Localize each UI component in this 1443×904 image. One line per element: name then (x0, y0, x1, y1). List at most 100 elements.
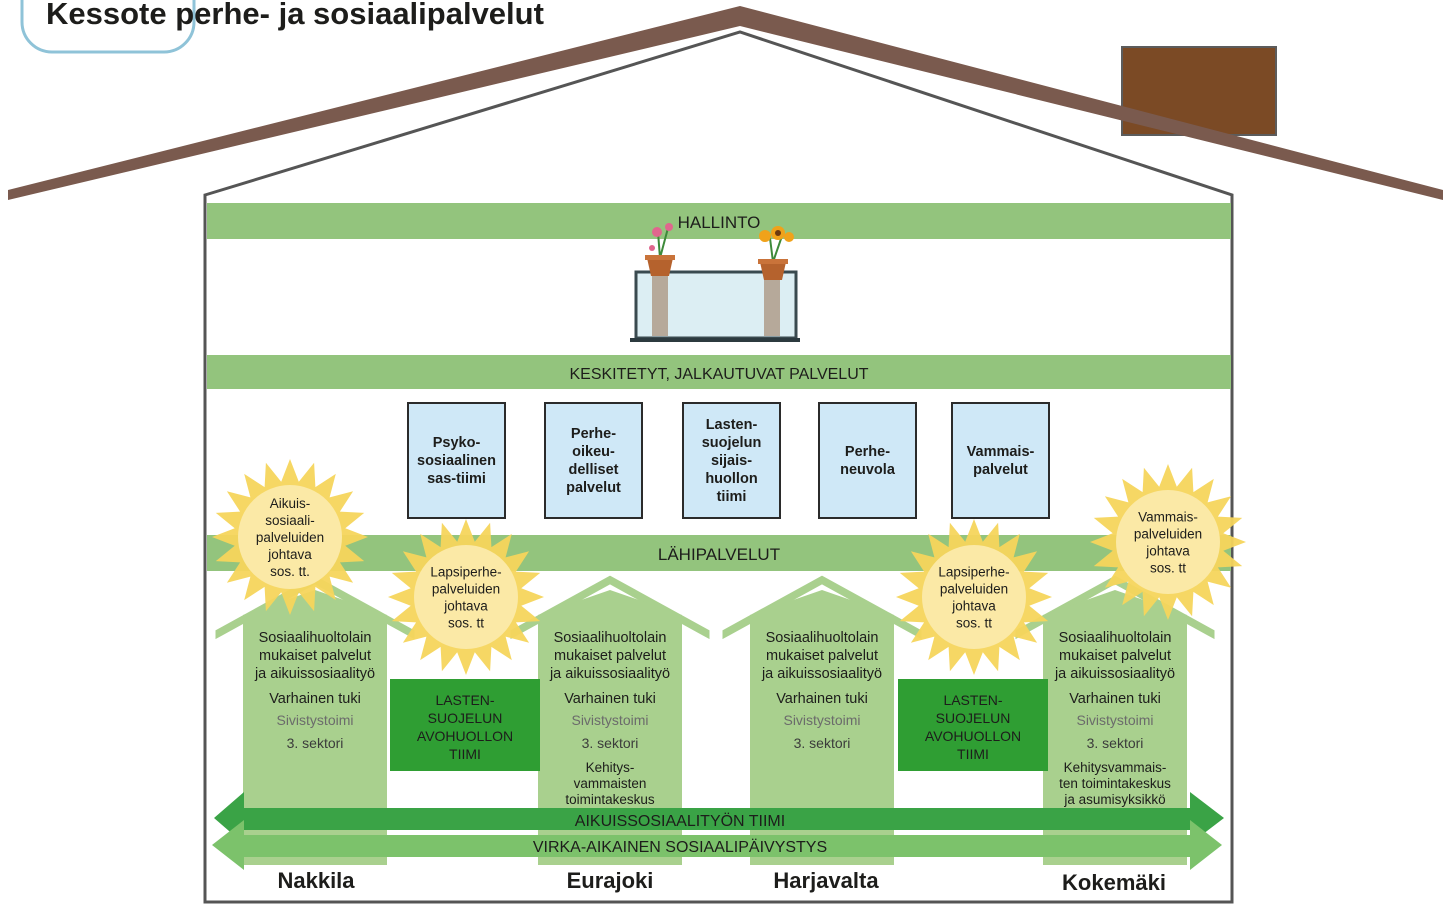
house-extra-unit: ja asumisyksikkö (1063, 792, 1165, 807)
house-extra-unit: Kehitysvammais- (1064, 760, 1167, 775)
adult-social-work-arrow: AIKUISSOSIAALITYÖN TIIMI (214, 792, 1224, 844)
child-team-label: AVOHUOLLON (925, 728, 1021, 744)
sun-label: sos. tt. (270, 564, 310, 579)
sun-label: johtava (951, 599, 996, 614)
service-window-label: palvelut (973, 462, 1028, 478)
page-title: Kessote perhe- ja sosiaalipalvelut (46, 0, 544, 31)
child-team-label: LASTEN- (943, 692, 1002, 708)
house-main-services: Sosiaalihuoltolain (1059, 630, 1172, 646)
municipality-names: Nakkila Eurajoki Harjavalta Kokemäki (277, 868, 1166, 895)
band-hallinto (207, 203, 1231, 239)
house-main-services: mukaiset palvelut (259, 648, 371, 664)
sun-label: palveluiden (940, 582, 1008, 597)
service-window-label: sas-tiimi (427, 471, 486, 487)
service-window: Lasten-suojelun sijais-huollon tiimi (682, 402, 781, 519)
house-early-support: Varhainen tuki (564, 691, 656, 707)
band-lahipalvelut-label: LÄHIPALVELUT (658, 545, 780, 564)
municipality-name: Kokemäki (1062, 870, 1166, 895)
house-education: Sivistystoimi (276, 712, 353, 728)
house-main-services: mukaiset palvelut (766, 648, 878, 664)
service-window: Psyko-sosiaalinen sas-tiimi (407, 402, 506, 519)
band-hallinto-label: HALLINTO (678, 213, 761, 232)
sun-label: Vammais- (1138, 510, 1198, 525)
child-team-label: AVOHUOLLON (417, 728, 513, 744)
service-window-label: suojelun (702, 435, 762, 451)
band-lahipalvelut (207, 535, 1231, 571)
service-window-label: palvelut (566, 480, 621, 496)
house-education: Sivistystoimi (571, 712, 648, 728)
house-main-services: mukaiset palvelut (1059, 648, 1171, 664)
sun-label: johtava (1145, 544, 1190, 559)
service-window-label: neuvola (840, 462, 896, 478)
house-third-sector: 3. sektori (582, 735, 639, 751)
municipality-name: Eurajoki (567, 868, 654, 893)
house-third-sector: 3. sektori (287, 735, 344, 751)
sun-label: Lapsiperhe- (938, 565, 1009, 580)
child-team-label: TIIMI (449, 746, 481, 762)
house-main-services: ja aikuissosiaalityö (1054, 666, 1175, 682)
sun-label: Aikuis- (270, 496, 311, 511)
house-extra-unit: toimintakeskus (565, 792, 655, 807)
sun-icon: Lapsiperhe-palveluiden johtava sos. tt (388, 519, 544, 675)
sun-icon: Lapsiperhe-palveluiden johtava sos. tt (896, 519, 1052, 675)
sun-label: johtava (443, 599, 488, 614)
flower-pot-icon (645, 223, 675, 276)
sunflower-pot-icon (758, 226, 794, 280)
house-early-support: Varhainen tuki (1069, 691, 1161, 707)
house-extra-unit: Kehitys- (586, 760, 635, 775)
house-main-services: Sosiaalihuoltolain (766, 630, 879, 646)
service-windows: Psyko-sosiaalinen sas-tiimi Perhe-oikeu-de… (407, 402, 1050, 519)
band-keskitetyt (207, 355, 1231, 389)
house-main-services: mukaiset palvelut (554, 648, 666, 664)
service-window-label: Perhe- (571, 426, 616, 442)
house-main-services: ja aikuissosiaalityö (254, 666, 375, 682)
house-extra-unit: ten toimintakeskus (1059, 776, 1171, 791)
sun-label: palveluiden (256, 530, 324, 545)
balcony-icon (630, 270, 800, 342)
child-protection-teams: LASTEN- SUOJELUN AVOHUOLLON TIIMI LASTEN- SUO… (390, 679, 1048, 771)
house-education: Sivistystoimi (1076, 712, 1153, 728)
service-window: Vammais-palvelut (951, 402, 1050, 519)
service-window-label: delliset (569, 462, 619, 478)
adult-arrow-label: AIKUISSOSIAALITYÖN TIIMI (575, 812, 785, 830)
service-window-label: sosiaalinen (417, 453, 496, 469)
house-third-sector: 3. sektori (794, 735, 851, 751)
house-early-support: Varhainen tuki (776, 691, 868, 707)
house-third-sector: 3. sektori (1087, 735, 1144, 751)
duty-arrow-label: VIRKA-AIKAINEN SOSIAALIPÄIVYSTYS (533, 838, 827, 856)
municipality-name: Nakkila (277, 868, 355, 893)
service-window-label: huollon (705, 471, 757, 487)
service-window-label: Perhe- (845, 444, 890, 460)
sun-label: sos. tt (1150, 561, 1186, 576)
sun-label: Lapsiperhe- (430, 565, 501, 580)
sun-label: sos. tt (448, 616, 484, 631)
municipality-name: Harjavalta (773, 868, 879, 893)
service-window-label: Vammais- (967, 444, 1035, 460)
child-team-label: SUOJELUN (936, 710, 1011, 726)
child-team-label: TIIMI (957, 746, 989, 762)
service-window-label: tiimi (717, 489, 747, 505)
duty-arrow: VIRKA-AIKAINEN SOSIAALIPÄIVYSTYS (212, 820, 1222, 870)
service-window-label: oikeu- (572, 444, 615, 460)
child-protection-team: LASTEN- SUOJELUN AVOHUOLLON TIIMI (390, 679, 540, 771)
sun-label: palveluiden (432, 582, 500, 597)
house-main-services: Sosiaalihuoltolain (554, 630, 667, 646)
service-window-label: Psyko- (433, 435, 481, 451)
house-extra-unit: vammaisten (574, 776, 647, 791)
house-early-support: Varhainen tuki (269, 691, 361, 707)
house-education: Sivistystoimi (783, 712, 860, 728)
service-window-label: Lasten- (706, 417, 758, 433)
child-team-label: LASTEN- (435, 692, 494, 708)
house-main-services: Sosiaalihuoltolain (259, 630, 372, 646)
sun-label: johtava (267, 547, 312, 562)
child-team-label: SUOJELUN (428, 710, 503, 726)
house-main-services: ja aikuissosiaalityö (549, 666, 670, 682)
band-keskitetyt-label: KESKITETYT, JALKAUTUVAT PALVELUT (569, 366, 868, 383)
service-window: Perhe-neuvola (818, 402, 917, 519)
service-window-label: sijais- (711, 453, 752, 469)
sun-label: sos. tt (956, 616, 992, 631)
